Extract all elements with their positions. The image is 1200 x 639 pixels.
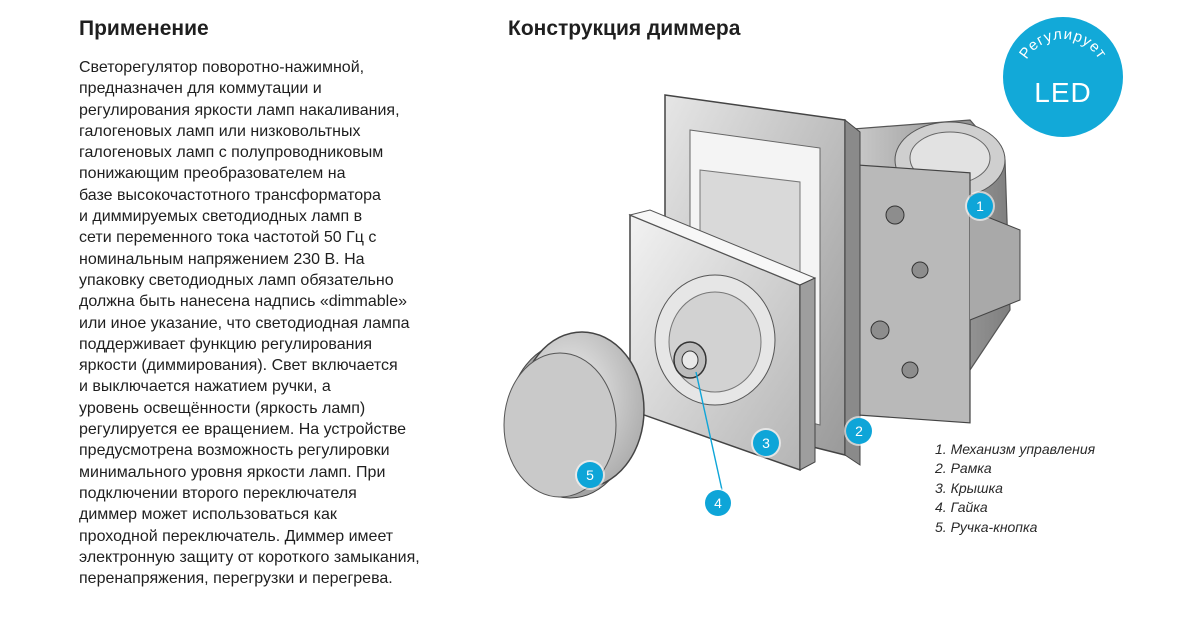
description-line: подключении второго переключателя bbox=[79, 484, 357, 502]
description-line: галогеновых ламп или низковольтных bbox=[79, 122, 361, 140]
description-line: предназначен для коммутации и bbox=[79, 80, 322, 98]
description-line: уровень освещённости (яркость ламп) bbox=[79, 399, 366, 417]
description-line: электронную защиту от короткого замыкани… bbox=[79, 548, 420, 566]
description-line: упаковку светодиодных ламп обязательно bbox=[79, 271, 394, 289]
construction-heading: Конструкция диммера bbox=[508, 17, 741, 40]
application-description: Светорегулятор поворотно-нажимной, предн… bbox=[79, 57, 479, 589]
dimmer-exploded-illustration bbox=[500, 70, 1060, 550]
callout-4: 4 bbox=[705, 490, 731, 516]
badge-led-text: LED bbox=[1034, 77, 1092, 108]
description-line: номинальным напряжением 230 В. На bbox=[79, 250, 365, 268]
knob bbox=[503, 331, 645, 499]
application-section: Применение Светорегулятор поворотно-нажи… bbox=[79, 17, 479, 589]
legend-item: 1. Механизм управления bbox=[935, 441, 1096, 457]
description-line: или иное указание, что светодиодная ламп… bbox=[79, 314, 410, 332]
callout-3: 3 bbox=[753, 430, 779, 456]
description-line: Светорегулятор поворотно-нажимной, bbox=[79, 59, 365, 76]
description-line: минимального уровня яркости ламп. При bbox=[79, 463, 386, 481]
control-mechanism bbox=[839, 119, 1021, 424]
legend-item: 2. Рамка bbox=[935, 460, 992, 477]
cover bbox=[628, 209, 817, 472]
description-line: регулирования яркости ламп накаливания, bbox=[79, 101, 400, 119]
description-line: галогеновых ламп с полупроводниковым bbox=[79, 144, 384, 162]
legend-item: 5. Ручка-кнопка bbox=[935, 518, 1038, 535]
led-badge: Регулирует LED bbox=[1003, 17, 1123, 137]
legend-item: 4. Гайка bbox=[935, 499, 988, 516]
description-line: базе высокочастотного трансформатора bbox=[79, 186, 381, 204]
description-line: яркости (диммирования). Свет включается bbox=[79, 357, 398, 375]
application-heading: Применение bbox=[79, 17, 209, 40]
description-line: должна быть нанесена надпись «dimmable» bbox=[79, 293, 408, 311]
description-line: и диммируемых светодиодных ламп в bbox=[79, 208, 363, 226]
description-line: понижающим преобразователем на bbox=[79, 165, 346, 183]
description-line: и выключается нажатием ручки, а bbox=[79, 378, 331, 396]
description-line: предусмотрена возможность регулировки bbox=[79, 442, 390, 460]
description-line: поддерживает функцию регулирования bbox=[79, 335, 373, 353]
callout-2: 2 bbox=[846, 418, 872, 444]
nut bbox=[673, 341, 723, 491]
legend-item: 3. Крышка bbox=[935, 479, 1003, 496]
svg-text:Регулирует: Регулирует bbox=[1016, 26, 1110, 62]
callout-1: 1 bbox=[967, 193, 993, 219]
description-line: регулируется ее вращением. На устройстве bbox=[79, 421, 407, 439]
callout-5: 5 bbox=[577, 462, 603, 488]
badge-arc-text: Регулирует bbox=[1016, 26, 1109, 62]
description-line: диммер может использоваться как bbox=[79, 506, 337, 524]
description-line: перенапряжения, перегрузки и перегрева. bbox=[79, 570, 393, 588]
parts-legend: 1. Механизм управления 2. Рамка 3. Крышк… bbox=[935, 440, 1095, 537]
description-line: сети переменного тока частотой 50 Гц с bbox=[79, 229, 377, 247]
description-line: проходной переключатель. Диммер имеет bbox=[79, 527, 394, 545]
